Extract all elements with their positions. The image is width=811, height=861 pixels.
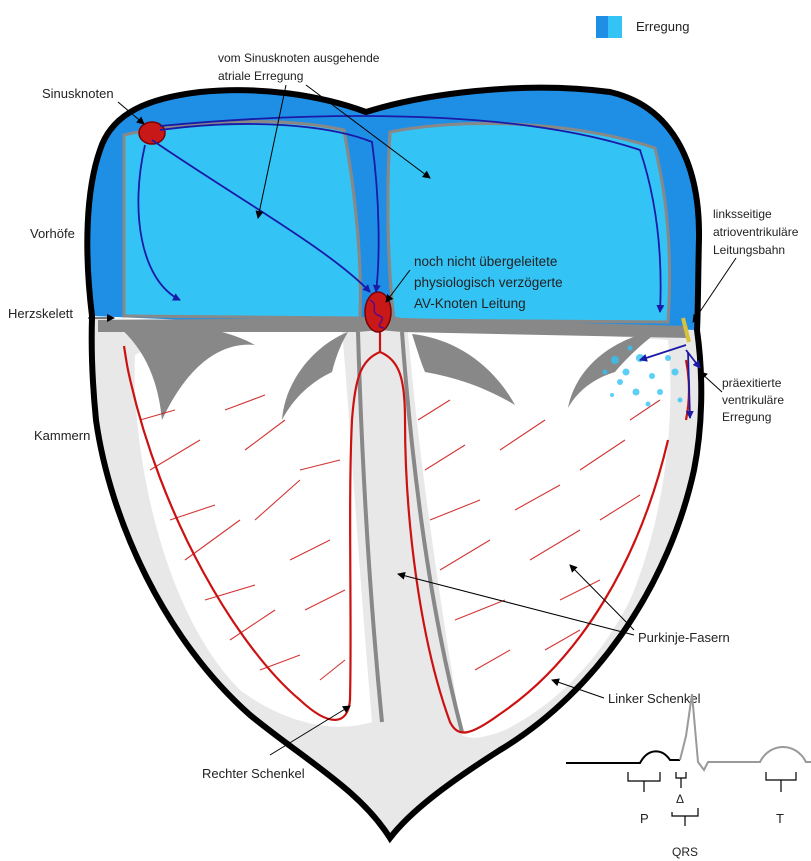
label-bahn-1: linksseitige: [713, 207, 772, 221]
left-atrium-chamber: [388, 124, 670, 322]
label-av-3: AV-Knoten Leitung: [414, 296, 526, 311]
label-praex-2: ventrikuläre: [722, 393, 784, 407]
label-herzskelett: Herzskelett: [8, 306, 73, 321]
ecg-label-delta: Δ: [676, 792, 684, 806]
label-kammern: Kammern: [34, 428, 90, 443]
heart: [87, 88, 701, 838]
ecg-bracket-qrs: [672, 808, 698, 826]
label-vorhoefe: Vorhöfe: [30, 226, 75, 241]
legend-swatch-dark: [596, 16, 608, 38]
ecg-label-qrs: QRS: [672, 845, 698, 859]
label-bahn-3: Leitungsbahn: [713, 243, 785, 257]
legend: Erregung: [596, 16, 689, 38]
ecg-bracket-delta: [676, 772, 686, 788]
av-node: [365, 292, 391, 332]
right-atrium-chamber: [124, 122, 360, 318]
legend-label: Erregung: [636, 19, 689, 34]
label-bahn-2: atrioventrikuläre: [713, 225, 799, 239]
label-av-1: noch nicht übergeleitete: [414, 254, 557, 269]
label-linker: Linker Schenkel: [608, 691, 701, 706]
ecg-label-t: T: [776, 811, 784, 826]
ecg-strip: P Δ QRS T: [566, 694, 811, 859]
label-sinusknoten: Sinusknoten: [42, 86, 114, 101]
ecg-trace-black: [566, 751, 680, 763]
label-rechter: Rechter Schenkel: [202, 766, 305, 781]
label-atrial-1: vom Sinusknoten ausgehende: [218, 51, 380, 65]
label-purkinje: Purkinje-Fasern: [638, 630, 730, 645]
legend-swatch-light: [608, 16, 622, 38]
label-av-2: physiologisch verzögerte: [414, 275, 563, 290]
ecg-bracket-p: [628, 772, 660, 792]
label-praex-3: Erregung: [722, 410, 771, 424]
label-atrial-2: atriale Erregung: [218, 69, 303, 83]
ecg-label-p: P: [640, 811, 649, 826]
label-praex-1: präexitierte: [722, 376, 782, 390]
ecg-bracket-t: [766, 772, 796, 792]
